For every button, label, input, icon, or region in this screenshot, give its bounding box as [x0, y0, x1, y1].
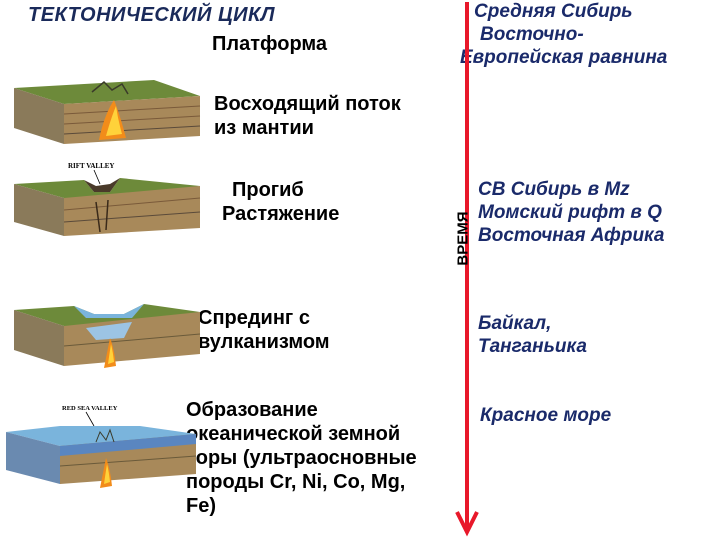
diagram-title: ТЕКТОНИЧЕСКИЙ ЦИКЛ — [28, 4, 275, 26]
stage-line: коры (ультраосновные — [186, 447, 417, 469]
time-arrow — [455, 2, 479, 537]
stage-line: породы Cr, Ni, Co, Mg, — [186, 471, 406, 493]
red-sea-caption: RED SEA VALLEY — [62, 405, 118, 412]
upwelling-block-diagram — [14, 80, 201, 144]
example-line: Средняя Сибирь — [474, 1, 633, 22]
rift-valley-caption: RIFT VALLEY — [68, 162, 115, 170]
spreading-block-diagram — [14, 304, 201, 368]
example-line: СВ Сибирь в Mz — [478, 179, 630, 200]
example-line: Восточно- — [480, 24, 584, 45]
stage-line: океанической земной — [186, 423, 401, 445]
oceanic-crust-block-diagram: RED SEA VALLEY — [6, 405, 197, 488]
example-line: Красное море — [480, 405, 612, 426]
stage-line: Образование — [186, 399, 318, 421]
example-line: Восточная Африка — [478, 225, 665, 246]
stage-line: Восходящий поток — [214, 93, 401, 115]
example-line: Байкал, — [478, 313, 552, 334]
example-line: Момский рифт в Q — [478, 202, 662, 223]
example-platform: Средняя Сибирь Восточно- Европейская рав… — [460, 0, 716, 69]
example-ocean: Красное море — [480, 404, 611, 427]
stage-line: вулканизмом — [198, 331, 330, 353]
time-axis-label: ВРЕМЯ — [454, 211, 472, 266]
stage-line: Fe) — [186, 495, 216, 517]
example-rift: СВ Сибирь в Mz Момский рифт в Q Восточна… — [478, 178, 664, 247]
stage-line: из мантии — [214, 117, 314, 139]
stage-line: Прогиб — [232, 179, 304, 201]
example-spreading: Байкал, Танганьика — [478, 312, 587, 358]
stage-line: Спрединг с — [198, 307, 310, 329]
stage-spreading-label: Спрединг с вулканизмом — [198, 306, 330, 354]
stage-platform-label: Платформа — [212, 33, 328, 55]
example-line: Танганьика — [478, 336, 587, 357]
rift-block-diagram: RIFT VALLEY — [14, 162, 201, 236]
stage-mantle-upwelling-label: Восходящий поток из мантии — [214, 92, 401, 140]
stage-rift-label: Прогиб Растяжение — [222, 178, 339, 226]
stage-oceanic-crust-label: Образование океанической земной коры (ул… — [186, 398, 417, 518]
example-line: Европейская равнина — [460, 47, 668, 68]
stage-line: Растяжение — [222, 203, 340, 225]
